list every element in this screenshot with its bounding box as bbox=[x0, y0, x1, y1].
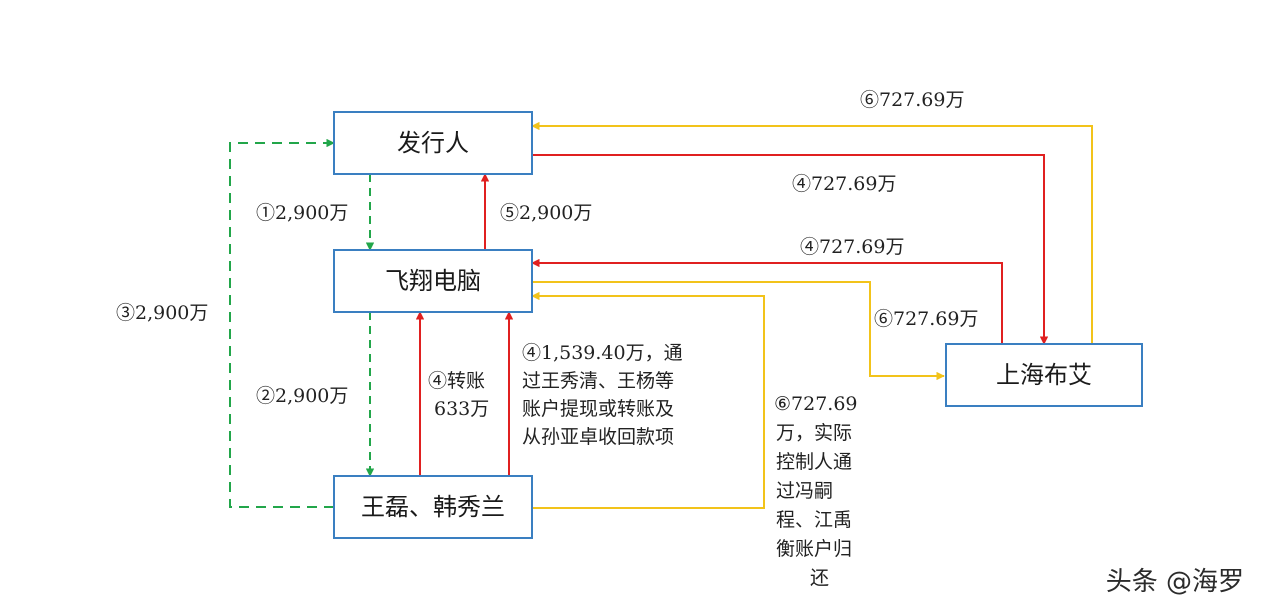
label-e6-sh-to-issuer: ⑥727.69万 bbox=[860, 89, 964, 111]
edge-persons-to-feixiang bbox=[531, 291, 765, 509]
label-e1-issuer-to-fx: ①2,900万 bbox=[256, 202, 348, 224]
label-e6-fx-to-sh: ⑥727.69万 bbox=[874, 308, 978, 330]
node-persons-label: 王磊、韩秀兰 bbox=[361, 493, 505, 521]
edge-issuer-to-shanghai bbox=[532, 154, 1049, 345]
node-persons: 王磊、韩秀兰 bbox=[333, 475, 533, 539]
label-e6-persons-line: 还 bbox=[810, 567, 829, 589]
label-e4-sh-to-fx: ④727.69万 bbox=[800, 236, 904, 258]
edge-shanghai-to-feixiang bbox=[531, 258, 1003, 344]
label-e4-withdraw-line: 从孙亚卓收回款项 bbox=[522, 426, 674, 448]
label-e6-persons-line: 控制人通 bbox=[776, 451, 852, 473]
node-issuer-label: 发行人 bbox=[397, 129, 469, 157]
label-e4-transfer-line: ④转账 bbox=[428, 370, 485, 392]
node-feixiang: 飞翔电脑 bbox=[333, 249, 533, 313]
label-e6-persons-line: 过冯嗣 bbox=[776, 480, 833, 502]
label-e4-issuer-to-sh: ④727.69万 bbox=[792, 173, 896, 195]
edge-persons-to-issuer bbox=[229, 138, 335, 508]
label-e6-persons-to-fx: ⑥727.69 万，实际 控制人通 过冯嗣 程、江禹 衡账户归 还 bbox=[774, 393, 864, 589]
node-shanghai-label: 上海布艾 bbox=[996, 361, 1092, 389]
label-e4-withdraw-line: 账户提现或转账及 bbox=[522, 398, 674, 420]
label-e3-persons-to-issuer: ③2,900万 bbox=[116, 302, 208, 324]
node-feixiang-label: 飞翔电脑 bbox=[385, 267, 481, 295]
label-e2-fx-to-persons: ②2,900万 bbox=[256, 385, 348, 407]
watermark: 头条 @海罗 bbox=[1105, 567, 1244, 597]
label-e5-fx-to-issuer: ⑤2,900万 bbox=[500, 202, 592, 224]
label-e6-persons-line: ⑥727.69 bbox=[774, 393, 858, 415]
label-e4-transfer: ④转账 633万 bbox=[428, 370, 491, 420]
label-e6-persons-line: 衡账户归 bbox=[776, 538, 852, 560]
label-e6-persons-line: 程、江禹 bbox=[776, 509, 852, 531]
node-issuer: 发行人 bbox=[333, 111, 533, 175]
label-e4-withdraw-line: 过王秀清、王杨等 bbox=[522, 370, 674, 392]
label-e4-withdraw-line: ④1,539.40万，通 bbox=[522, 342, 683, 364]
label-e4-withdraw: ④1,539.40万，通 过王秀清、王杨等 账户提现或转账及 从孙亚卓收回款项 bbox=[522, 342, 689, 448]
edge-feixiang-to-shanghai bbox=[532, 281, 945, 381]
label-e4-transfer-line: 633万 bbox=[434, 398, 489, 420]
edge-shanghai-to-issuer bbox=[531, 121, 1093, 344]
label-e6-persons-line: 万，实际 bbox=[776, 422, 852, 444]
node-shanghai: 上海布艾 bbox=[945, 343, 1143, 407]
